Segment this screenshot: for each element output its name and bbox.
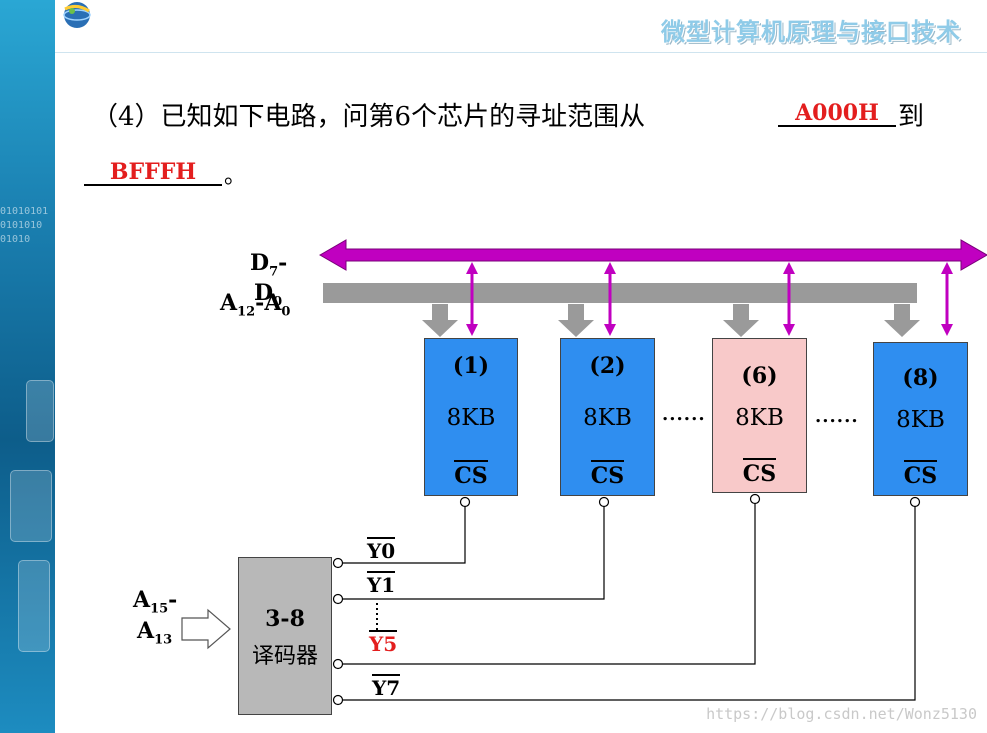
output-y0-label: Y0 — [367, 537, 396, 563]
watermark: https://blog.csdn.net/Wonz5130 — [706, 705, 977, 723]
decoder-input-label: A15- — [133, 587, 178, 617]
memory-chip-1: (1) 8KB CS — [424, 338, 518, 496]
data-bus-arrow — [318, 239, 987, 271]
question-line-1: （4）已知如下电路，问第6个芯片的寻址范围从 — [92, 102, 646, 132]
data-bus-taps — [466, 262, 953, 336]
chip-number: (6) — [741, 363, 778, 389]
decoder-input-label-end: A13 — [137, 618, 173, 648]
question-end-punct: 。 — [224, 164, 247, 189]
decoder-title: 3-8 — [265, 606, 305, 632]
chip-select-pin: CS — [561, 460, 654, 489]
address-bus-label: A12-A0 — [220, 290, 291, 320]
chip-select-pin: CS — [425, 460, 517, 489]
chip-ellipsis-1: ...... — [662, 404, 706, 425]
chip-size: 8KB — [446, 405, 496, 431]
chip-select-pin: CS — [713, 458, 806, 487]
sidebar-decoration: 01010101 0101010 01010 — [0, 0, 55, 733]
chip-size: 8KB — [735, 405, 784, 431]
answer-start: A000H — [778, 101, 896, 127]
data-bus-label-end: D0 — [254, 280, 283, 310]
address-bus-taps — [422, 304, 920, 337]
chip-number: (8) — [902, 365, 939, 391]
memory-chip-2: (2) 8KB CS — [560, 338, 655, 496]
decoder-subtitle: 译码器 — [251, 644, 318, 669]
data-bus-label: D7- — [250, 250, 288, 280]
chip-select-lines — [332, 493, 921, 706]
decoder-3-8: 3-8 译码器 — [238, 557, 332, 715]
address-bus-bar — [323, 283, 917, 303]
chip-number: (2) — [589, 353, 626, 379]
chip-number: (1) — [452, 353, 490, 379]
course-title: 微型计算机原理与接口技术 — [661, 18, 961, 46]
question-connector: 到 — [898, 102, 925, 132]
header-divider — [55, 52, 987, 53]
chip-size: 8KB — [583, 405, 632, 431]
output-y7-label: Y7 — [372, 674, 401, 700]
chip-size: 8KB — [896, 407, 945, 433]
chip-ellipsis-2: ...... — [815, 406, 859, 427]
output-y1-label: Y1 — [367, 571, 396, 597]
decoder-input-arrow — [181, 608, 231, 650]
answer-end: BFFFH — [84, 160, 222, 186]
memory-chip-6: (6) 8KB CS — [712, 338, 807, 493]
memory-chip-8: (8) 8KB CS — [873, 342, 968, 496]
globe-logo-icon — [63, 2, 91, 28]
chip-select-pin: CS — [874, 460, 967, 489]
output-y5-label: Y5 — [369, 630, 398, 656]
